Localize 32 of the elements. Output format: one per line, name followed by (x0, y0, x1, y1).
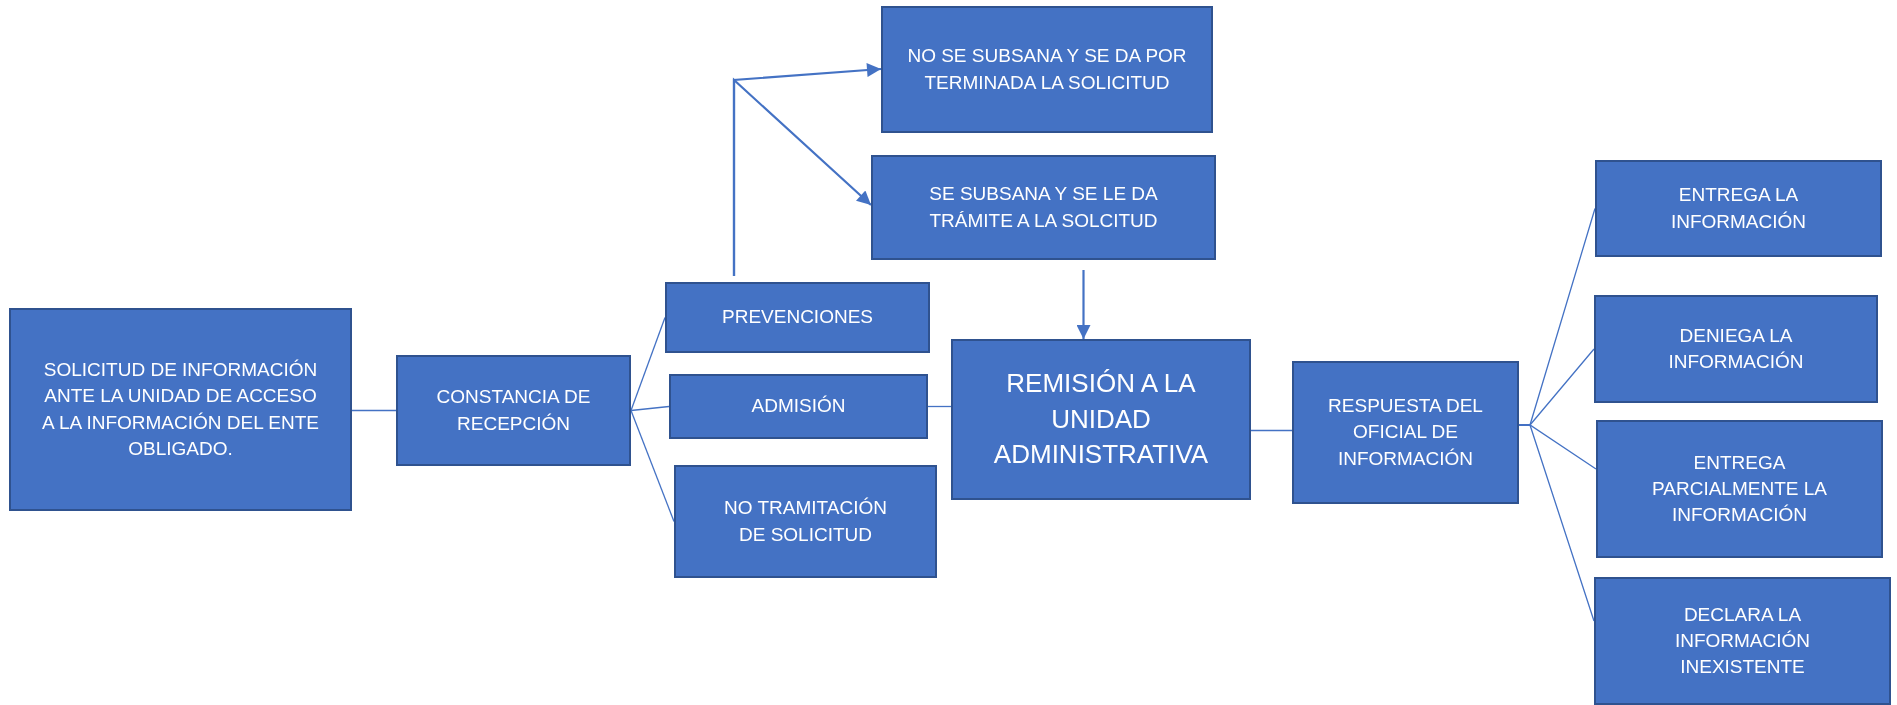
box-text: RESPUESTA DEL OFICIAL DE INFORMACIÓN (1327, 394, 1484, 471)
process-box (1594, 577, 1891, 705)
process-box (396, 355, 631, 466)
box-text: ADMISIÓN (750, 394, 847, 419)
process-box (951, 339, 1251, 500)
box-text: ENTREGA PARCIALMENTE LA INFORMACIÓN (1651, 450, 1828, 528)
box-text: SE SUBSANA Y SE LE DA TRÁMITE A LA SOLCITUD (928, 182, 1159, 233)
connector-line (351, 409, 397, 412)
connector-line (1518, 424, 1595, 622)
box-text: PREVENCIONES (721, 305, 874, 330)
process-box (9, 308, 352, 511)
process-box (871, 155, 1216, 260)
box-text: NO TRAMITACIÓN DE SOLICITUD (723, 496, 888, 547)
box-text: DECLARA LA INFORMACIÓN INEXISTENTE (1673, 602, 1812, 680)
process-box (1596, 420, 1883, 558)
process-box (665, 282, 930, 353)
box-text: CONSTANCIA DE RECEPCIÓN (435, 385, 592, 436)
box-text: NO SE SUBSANA Y SE DA POR TERMINADA LA SOLICITUD (906, 44, 1188, 95)
process-box (674, 465, 937, 578)
box-text: ENTREGA LA INFORMACIÓN (1669, 183, 1808, 234)
process-box (1595, 160, 1882, 257)
connector-line (1250, 429, 1293, 432)
box-text: SOLICITUD DE INFORMACIÓN ANTE LA UNIDAD DE ACCESO A LA INFORMACIÓN DEL ENTE OBLIGADO. (41, 358, 320, 461)
process-box (669, 374, 928, 439)
process-box (881, 6, 1213, 133)
process-box (1292, 361, 1519, 504)
process-box (1594, 295, 1878, 403)
box-text: DENIEGA LA INFORMACIÓN (1667, 323, 1805, 374)
box-text: REMISIÓN A LA UNIDAD ADMINISTRATIVA (992, 366, 1210, 472)
connector-line (630, 405, 670, 412)
connector-line (927, 405, 952, 408)
arrow (1076, 270, 1091, 339)
